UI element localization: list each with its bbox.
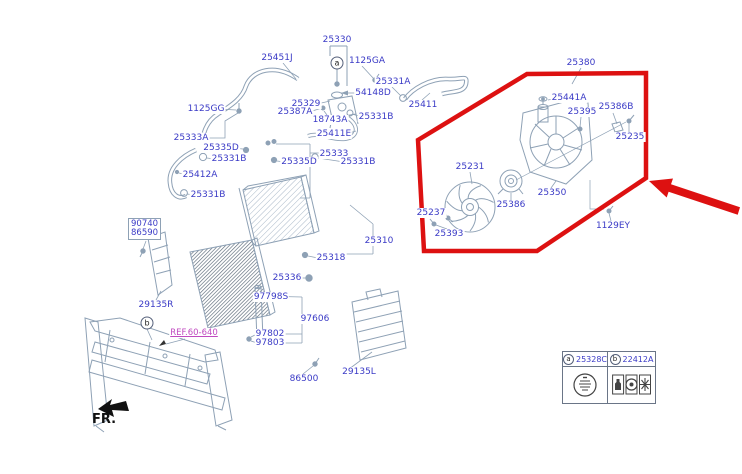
part-label: 25318	[315, 253, 347, 263]
part-label: 25330	[321, 35, 353, 45]
ref-60-640-link: REF.60-640	[169, 328, 219, 338]
part-label: 86590	[131, 228, 159, 238]
part-label: 25387A	[276, 107, 314, 117]
part-label-stack: 90740 86590	[128, 218, 162, 240]
part-label: 25331B	[210, 154, 248, 164]
air-guard-rh-drawing	[147, 231, 173, 296]
air-guard-lh-drawing	[351, 288, 407, 361]
part-label: 25335D	[202, 143, 240, 153]
part-label: 97798S	[252, 292, 290, 302]
part-label: 1125GA	[347, 56, 387, 66]
part-label: 97802	[254, 329, 286, 339]
part-label: 25411E	[315, 129, 353, 139]
ref-arrowhead	[159, 340, 166, 346]
part-label: 1129EY	[594, 221, 632, 231]
part-label: 1125GG	[186, 104, 226, 114]
part-label: 25329	[290, 99, 322, 109]
part-label: 25331B	[357, 112, 395, 122]
part-label: 25386B	[597, 102, 635, 112]
callout-b: b	[140, 316, 154, 330]
legend-marker-b: b	[609, 353, 621, 365]
part-label: 25380	[565, 58, 597, 68]
legend-marker-a: a	[563, 353, 574, 365]
part-label: 18743A	[311, 115, 349, 125]
part-label: 25451J	[260, 53, 294, 63]
legend-icon-caution-cell	[608, 367, 655, 403]
part-label: 25333A	[172, 133, 210, 143]
drawing-layer	[84, 45, 635, 433]
part-label: 97803	[254, 338, 286, 348]
radiator-cap-label-icon	[573, 373, 597, 397]
part-label: 25331B	[339, 157, 377, 167]
callout-a: a	[330, 56, 344, 70]
caution-pictograms-icon	[611, 374, 651, 395]
part-label: 29135R	[137, 300, 175, 310]
legend-table: a 25328C b 22412A	[562, 351, 656, 404]
part-label: 25231	[454, 162, 486, 172]
part-label: 54148D	[354, 88, 392, 98]
upper-hose-drawing	[201, 67, 300, 134]
part-label: 25411	[407, 100, 439, 110]
condenser-drawing	[189, 237, 276, 342]
part-label: 97606	[299, 314, 331, 324]
part-label: 25393	[433, 229, 465, 239]
legend-part-b: 22412A	[622, 354, 654, 364]
fr-label: FR.	[92, 412, 117, 427]
part-label: 25331A	[374, 77, 412, 87]
fan-blade-drawing	[444, 181, 496, 233]
legend-icon-cap-label-cell	[563, 367, 608, 403]
part-label: 25333	[318, 149, 350, 159]
part-label: 25386	[495, 200, 527, 210]
highlight-layer	[415, 70, 740, 254]
part-label: 25336	[271, 273, 303, 283]
legend-header-b: b 22412A	[608, 352, 655, 367]
part-label: 25331B	[189, 190, 227, 200]
part-label: 25412A	[181, 170, 219, 180]
part-label: 25350	[536, 188, 568, 198]
fastener-markers	[139, 73, 635, 367]
part-label: 86500	[288, 374, 320, 384]
leader-arrowhead	[341, 90, 348, 96]
part-label: 90740	[131, 219, 159, 229]
sensor-drawing	[515, 121, 627, 210]
front-end-module-drawing	[84, 317, 233, 433]
part-label: 25235	[614, 132, 646, 142]
part-label: 25310	[363, 236, 395, 246]
part-label: 25395	[566, 107, 598, 117]
highlight-box	[415, 70, 649, 254]
highlight-arrow	[649, 178, 740, 215]
part-label: 25335D	[280, 157, 318, 167]
part-label: 25441A	[550, 93, 588, 103]
legend-part-a: 25328C	[575, 354, 608, 364]
lower-hose-drawing	[167, 147, 197, 200]
part-label: 25237	[415, 208, 447, 218]
legend-header-a: a 25328C	[563, 352, 608, 367]
fr-direction-arrow	[98, 399, 129, 417]
part-label: 29135L	[341, 367, 377, 377]
reservoir-hose-drawing	[403, 75, 469, 101]
fan-motor-drawing	[497, 169, 524, 195]
radiator-drawing	[238, 174, 320, 247]
